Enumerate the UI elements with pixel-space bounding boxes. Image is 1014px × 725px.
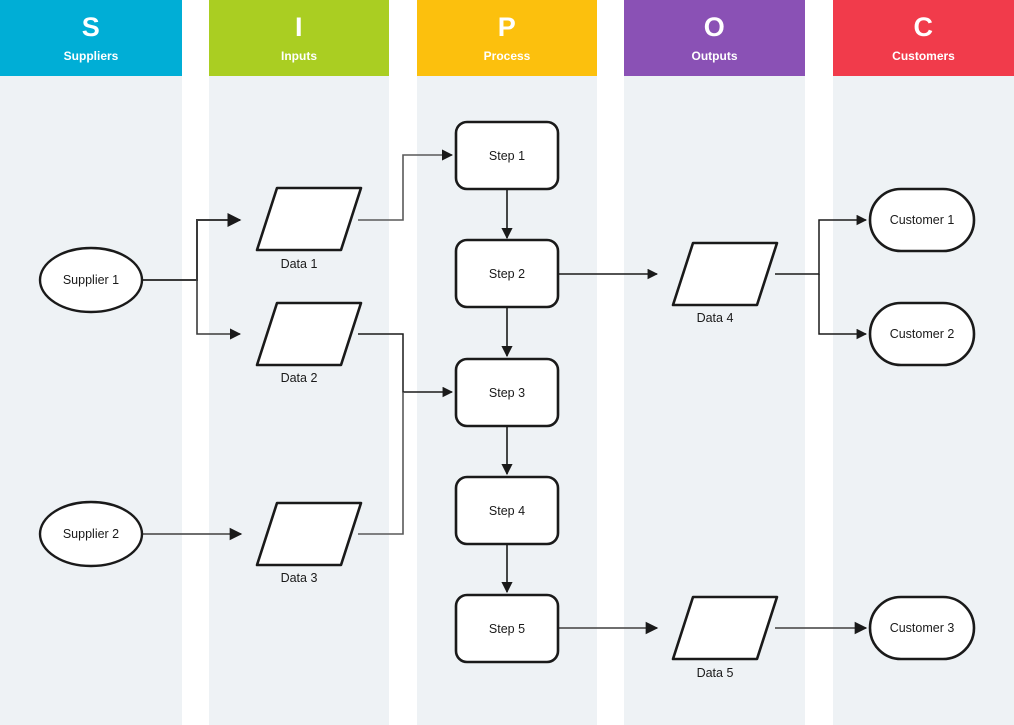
connector-data3-to-step3[interactable] (358, 392, 404, 535)
column-name-customers: Customers (892, 49, 955, 63)
caption-data-3: Data 3 (280, 571, 318, 585)
shape-data-2[interactable] (255, 301, 363, 367)
shape-layer (38, 120, 976, 664)
column-name-outputs: Outputs (691, 49, 738, 63)
column-header-outputs[interactable]: O Outputs (624, 0, 805, 76)
column-band-suppliers (0, 0, 182, 725)
shape-customer-3[interactable] (868, 595, 976, 661)
column-name-suppliers: Suppliers (63, 49, 119, 63)
shape-step-4[interactable] (454, 475, 560, 546)
column-header-inputs[interactable]: I Inputs (209, 0, 389, 76)
shape-step-2[interactable] (454, 238, 560, 309)
column-header-customers[interactable]: C Customers (833, 0, 1014, 76)
shape-data-5[interactable] (671, 595, 779, 661)
column-header-process[interactable]: P Process (417, 0, 597, 76)
connector-data2-to-step3[interactable] (358, 333, 454, 398)
connector-data1-to-step1[interactable] (358, 149, 454, 221)
shape-supplier-1[interactable] (38, 246, 144, 314)
connector-supplier1-to-data1[interactable] (142, 213, 242, 281)
shape-customer-1[interactable] (868, 187, 976, 253)
caption-data-4: Data 4 (696, 311, 734, 325)
connector-data4-to-customer2[interactable] (818, 274, 868, 340)
column-header-suppliers[interactable]: S Suppliers (0, 0, 182, 76)
column-letter-p: P (497, 12, 517, 42)
shape-step-5[interactable] (454, 593, 560, 664)
caption-data-1: Data 1 (280, 257, 318, 271)
shape-supplier-2[interactable] (38, 500, 144, 568)
column-letter-s: S (81, 12, 101, 42)
shape-step-1[interactable] (454, 120, 560, 191)
column-letter-i: I (294, 12, 303, 42)
shape-data-1[interactable] (255, 186, 363, 252)
connector-layer (142, 149, 868, 635)
caption-data-5: Data 5 (696, 666, 734, 680)
column-name-inputs: Inputs (281, 49, 317, 63)
shape-customer-2[interactable] (868, 301, 976, 367)
shape-step-3[interactable] (454, 357, 560, 428)
column-letter-o: O (703, 12, 726, 42)
column-letter-c: C (913, 12, 934, 42)
shape-data-3[interactable] (255, 501, 363, 567)
column-name-process: Process (483, 49, 531, 63)
shape-data-4[interactable] (671, 241, 779, 307)
caption-data-2: Data 2 (280, 371, 318, 385)
connector-supplier1-to-data2[interactable] (196, 280, 242, 340)
connector-data4-to-customer1[interactable] (775, 214, 868, 275)
